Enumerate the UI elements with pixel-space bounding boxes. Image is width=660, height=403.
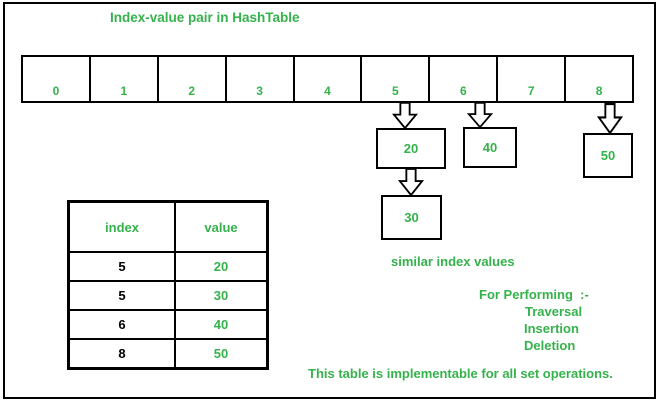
down-arrow-icon bbox=[398, 168, 424, 196]
table-row: 5 20 bbox=[67, 251, 269, 282]
array-cell-3: 3 bbox=[224, 55, 295, 103]
footer-note: This table is implementable for all set … bbox=[308, 366, 613, 381]
array-cell-7: 7 bbox=[496, 55, 567, 103]
down-arrow-icon bbox=[597, 103, 623, 134]
table-cell-index: 8 bbox=[67, 338, 176, 370]
table-header-index: index bbox=[67, 200, 176, 253]
array-cell-6: 6 bbox=[428, 55, 499, 103]
array-cell-label: 2 bbox=[188, 84, 196, 98]
table-cell-value: 30 bbox=[174, 280, 269, 311]
table-cell-value: 50 bbox=[174, 338, 269, 370]
value-box-40: 40 bbox=[463, 127, 517, 168]
array-cell-label: 6 bbox=[459, 84, 467, 98]
hash-array: 0 1 2 3 4 5 6 7 8 bbox=[21, 55, 635, 103]
table-cell-index: 5 bbox=[67, 280, 176, 311]
operation-traversal-label: Traversal bbox=[525, 304, 583, 319]
array-cell-4: 4 bbox=[292, 55, 363, 103]
operation-insertion-label: Insertion bbox=[524, 321, 579, 336]
for-performing-label: For Performing :- bbox=[479, 287, 589, 302]
table-cell-index: 6 bbox=[67, 309, 176, 340]
value-box-30: 30 bbox=[381, 195, 442, 240]
array-cell-label: 8 bbox=[595, 84, 603, 98]
array-cell-label: 3 bbox=[256, 84, 263, 98]
array-cell-0: 0 bbox=[21, 55, 91, 103]
table-cell-value: 20 bbox=[174, 251, 269, 282]
array-cell-5: 5 bbox=[360, 55, 431, 103]
diagram-title: Index-value pair in HashTable bbox=[110, 10, 300, 25]
down-arrow-icon bbox=[467, 102, 493, 128]
array-cell-2: 2 bbox=[156, 55, 227, 103]
table-row: 5 30 bbox=[67, 280, 269, 311]
table-cell-value: 40 bbox=[174, 309, 269, 340]
array-cell-label: 4 bbox=[324, 84, 331, 98]
array-cell-1: 1 bbox=[88, 55, 159, 103]
array-cell-label: 1 bbox=[120, 84, 128, 98]
array-cell-label: 0 bbox=[52, 84, 60, 98]
value-box-50: 50 bbox=[583, 133, 633, 178]
similar-index-values-label: similar index values bbox=[391, 254, 515, 269]
table-header-row: index value bbox=[67, 200, 269, 253]
table-row: 6 40 bbox=[67, 309, 269, 340]
table-cell-index: 5 bbox=[67, 251, 176, 282]
value-box-20: 20 bbox=[376, 128, 446, 169]
table-header-value: value bbox=[174, 200, 269, 253]
down-arrow-icon bbox=[392, 102, 418, 129]
array-cell-label: 7 bbox=[527, 84, 535, 98]
table-row: 8 50 bbox=[67, 338, 269, 370]
index-value-table: index value 5 20 5 30 6 40 8 50 bbox=[67, 200, 269, 370]
array-cell-8: 8 bbox=[564, 55, 635, 103]
array-cell-label: 5 bbox=[392, 84, 399, 98]
operation-deletion-label: Deletion bbox=[524, 338, 576, 353]
